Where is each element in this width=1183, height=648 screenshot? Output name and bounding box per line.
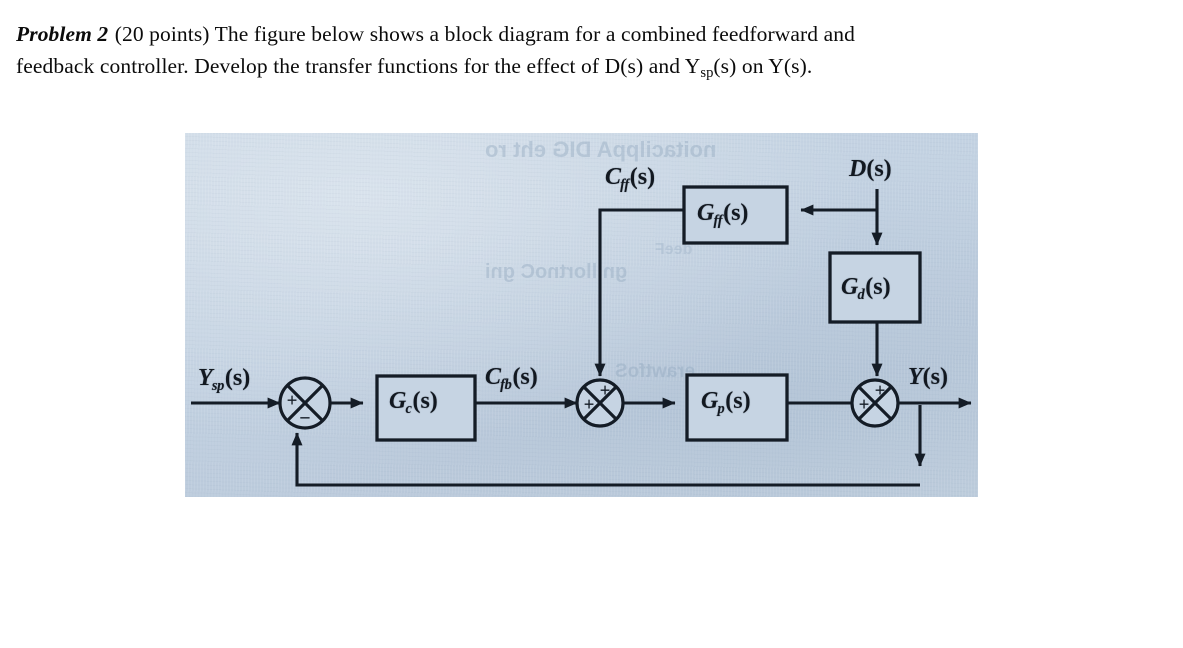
problem-line2-b: (s) on Y(s). xyxy=(713,54,813,78)
block-diagram-svg: + − + + + + xyxy=(191,185,972,487)
summer-3 xyxy=(850,378,900,428)
problem-points: (20 points) xyxy=(114,22,210,46)
block-label-gp: Gp(s) xyxy=(701,388,751,417)
wire-feedback-return xyxy=(291,432,920,487)
signal-label-output: Y(s) xyxy=(908,364,948,390)
signal-label-cff: Cff(s) xyxy=(605,164,656,193)
block-label-gd: Gd(s) xyxy=(841,274,891,303)
problem-line2-sub: sp xyxy=(700,65,714,82)
block-gd xyxy=(828,251,922,324)
summer-2-sign-top: + xyxy=(600,380,611,401)
signal-label-setpoint: Ysp(s) xyxy=(198,365,251,394)
block-gc xyxy=(375,374,477,442)
block-diagram-figure: noitacilppA DIG eht ro gnillortnoC gni e… xyxy=(185,133,978,497)
summer-1-sign-bottom: − xyxy=(299,408,310,430)
block-gp xyxy=(685,373,789,442)
block-label-gff: Gff(s) xyxy=(697,200,749,229)
problem-statement: Problem 2(20 points) The figure below sh… xyxy=(16,18,1166,89)
block-gff xyxy=(682,185,789,245)
summer-1-sign-left: + xyxy=(287,390,298,411)
signal-label-cfb: Cfb(s) xyxy=(485,364,538,393)
problem-label: Problem 2 xyxy=(16,22,109,46)
signal-label-disturbance: D(s) xyxy=(849,156,892,182)
problem-line1-rest: The figure below shows a block diagram f… xyxy=(209,22,855,46)
summer-2-sign-left: + xyxy=(584,394,595,415)
summer-3-sign-left: + xyxy=(859,394,870,415)
summer-2 xyxy=(575,378,625,428)
summer-3-sign-top: + xyxy=(875,380,886,401)
block-label-gc: Gc(s) xyxy=(389,388,438,417)
problem-line2-a: feedback controller. Develop the transfe… xyxy=(16,54,701,78)
summer-1 xyxy=(278,376,332,430)
wire-gff-to-sum2 xyxy=(594,208,684,377)
